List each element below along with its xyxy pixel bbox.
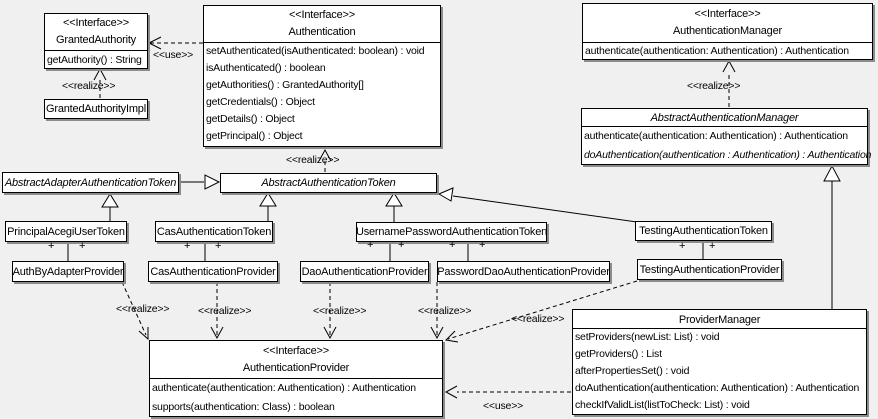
class-name: ProviderManager <box>678 314 761 326</box>
association-lines <box>67 241 704 261</box>
class-name: CasAuthenticationToken <box>156 225 272 238</box>
class-name: GrantedAuthority <box>56 34 136 46</box>
generalization-testing-token-to-abstract-token <box>437 187 638 223</box>
class-name: AuthenticationProvider <box>242 362 350 374</box>
realize-label: <<realize>> <box>687 80 741 92</box>
method-label: getAuthorities() : GrantedAuthority[] <box>206 79 364 91</box>
realize-label: <<realize>> <box>313 305 367 317</box>
method-label: getDetails() : Object <box>206 113 295 125</box>
method-label: afterPropertiesSet() : void <box>575 365 690 377</box>
class-box-authentication: <<Interface>> Authentication setAuthenti… <box>203 5 441 147</box>
class-name: AbstractAdapterAuthenticationToken <box>4 176 177 189</box>
realize-arrow-abstract-token-to-authentication <box>318 148 332 172</box>
method-label: setAuthenticated(isAuthenticated: boolea… <box>206 45 425 57</box>
realize-arrow-testing-provider-to-authentication-provider <box>444 280 638 343</box>
class-box-authentication-provider: <<Interface>> AuthenticationProvider aut… <box>149 340 443 417</box>
method-label: authenticate(authentication: Authenticat… <box>585 45 849 57</box>
class-name: AbstractAuthenticationToken <box>261 177 396 189</box>
realize-arrow-passworddao-provider-to-authentication-provider <box>430 282 444 340</box>
multiplicity-label: + <box>398 239 405 251</box>
class-box-abstract-adapter-authentication-token: AbstractAdapterAuthenticationToken <box>2 172 179 193</box>
class-name: CasAuthenticationProvider <box>150 265 276 278</box>
class-box-cas-authentication-provider: CasAuthenticationProvider <box>148 261 278 282</box>
class-box-authentication-manager: <<Interface>> AuthenticationManager auth… <box>582 3 873 60</box>
stereotype-label: <<Interface>> <box>63 17 129 29</box>
class-box-auth-by-adapter-provider: AuthByAdapterProvider <box>12 261 124 282</box>
class-name: DaoAuthenticationProvider <box>301 265 428 278</box>
class-box-testing-authentication-provider: TestingAuthenticationProvider <box>637 259 782 280</box>
method-label: doAuthentication(authentication : Authen… <box>584 149 872 161</box>
class-box-abstract-authentication-manager: AbstractAuthenticationManager authentica… <box>581 108 872 165</box>
method-label: setProviders(newList: List) : void <box>575 331 720 343</box>
stereotype-label: <<Interface>> <box>289 9 355 21</box>
method-label: supports(authentication: Class) : boolea… <box>152 401 335 413</box>
method-label: authenticate(authentication: Authenticat… <box>584 130 848 142</box>
use-arrow-authentication-to-granted-authority <box>147 36 203 50</box>
method-label: checkIfValidList(listToCheck: List) : vo… <box>575 399 750 411</box>
class-box-provider-manager: ProviderManager setProviders(newList: Li… <box>572 309 867 415</box>
class-box-granted-authority: <<Interface>> GrantedAuthority getAuthor… <box>44 13 148 69</box>
multiplicity-label: + <box>709 240 716 252</box>
class-name: GrantedAuthorityImpl <box>46 103 146 115</box>
class-box-testing-authentication-token: TestingAuthenticationToken <box>635 221 772 241</box>
use-label: <<use>> <box>483 400 524 412</box>
use-arrow-provider-manager-to-authentication-provider <box>444 385 571 399</box>
class-box-dao-authentication-provider: DaoAuthenticationProvider <box>300 261 429 282</box>
generalization-usernamepassword-token-to-abstract-token <box>385 192 403 222</box>
realize-arrow-cas-provider-to-authentication-provider <box>210 282 224 340</box>
class-name: AbstractAuthenticationManager <box>650 112 799 124</box>
realize-label: <<realize>> <box>286 154 340 166</box>
method-label: doAuthentication(authentication: Authent… <box>575 382 860 394</box>
class-box-abstract-authentication-token: AbstractAuthenticationToken <box>220 173 437 193</box>
class-name: AuthenticationManager <box>673 25 782 37</box>
class-name: UsernamePasswordAuthenticationToken <box>355 226 548 238</box>
class-box-username-password-authentication-token: UsernamePasswordAuthenticationToken <box>356 222 547 242</box>
stereotype-label: <<Interface>> <box>263 345 329 357</box>
class-name: TestingAuthenticationToken <box>639 225 768 237</box>
multiplicity-label: + <box>449 239 456 251</box>
multiplicity-label: + <box>679 240 686 252</box>
method-label: getProviders() : List <box>575 348 662 360</box>
class-box-granted-authority-impl: GrantedAuthorityImpl <box>44 99 148 119</box>
generalization-principal-token-to-adapter-token <box>101 193 119 221</box>
class-box-principal-acegi-user-token: PrincipalAcegiUserToken <box>5 221 127 242</box>
class-box-password-dao-authentication-provider: PasswordDaoAuthenticationProvider <box>437 261 610 282</box>
generalization-provider-manager-to-abstract-manager <box>823 164 841 310</box>
method-label: authenticate(authentication: Authenticat… <box>152 382 416 394</box>
method-label: getPrincipal() : Object <box>206 130 303 142</box>
method-label: getCredentials() : Object <box>206 96 315 108</box>
multiplicity-label: + <box>184 240 191 252</box>
class-name: AuthByAdapterProvider <box>12 265 124 278</box>
use-label: <<use>> <box>153 49 194 61</box>
method-label: getAuthority() : String <box>47 54 142 66</box>
class-name: TestingAuthenticationProvider <box>639 263 780 276</box>
realize-arrow-abstract-manager-to-authentication-manager <box>722 59 736 107</box>
realize-label: <<realize>> <box>116 303 170 315</box>
class-name: PasswordDaoAuthenticationProvider <box>437 265 610 278</box>
generalization-adapter-token-to-abstract-token <box>179 174 221 190</box>
multiplicity-label: + <box>215 240 222 252</box>
realize-label: <<realize>> <box>198 305 252 317</box>
generalization-cas-token-to-abstract-token <box>259 192 277 221</box>
realize-arrow-dao-provider-to-authentication-provider <box>323 282 337 340</box>
realize-label: <<realize>> <box>418 305 472 317</box>
multiplicity-label: + <box>79 240 86 252</box>
multiplicity-label: + <box>48 240 55 252</box>
realize-label: <<realize>> <box>62 80 116 92</box>
multiplicity-label: + <box>479 239 486 251</box>
realize-arrow-authbyadapter-to-authentication-provider <box>121 281 149 341</box>
class-name: PrincipalAcegiUserToken <box>7 225 125 238</box>
multiplicity-label: + <box>367 239 374 251</box>
realize-arrow-impl-to-granted-authority <box>93 67 107 98</box>
class-box-cas-authentication-token: CasAuthenticationToken <box>155 221 273 242</box>
realize-label: <<realize>> <box>511 313 565 325</box>
stereotype-label: <<Interface>> <box>694 8 761 20</box>
class-name: Authentication <box>288 26 356 38</box>
method-label: isAuthenticated() : boolean <box>206 62 326 74</box>
